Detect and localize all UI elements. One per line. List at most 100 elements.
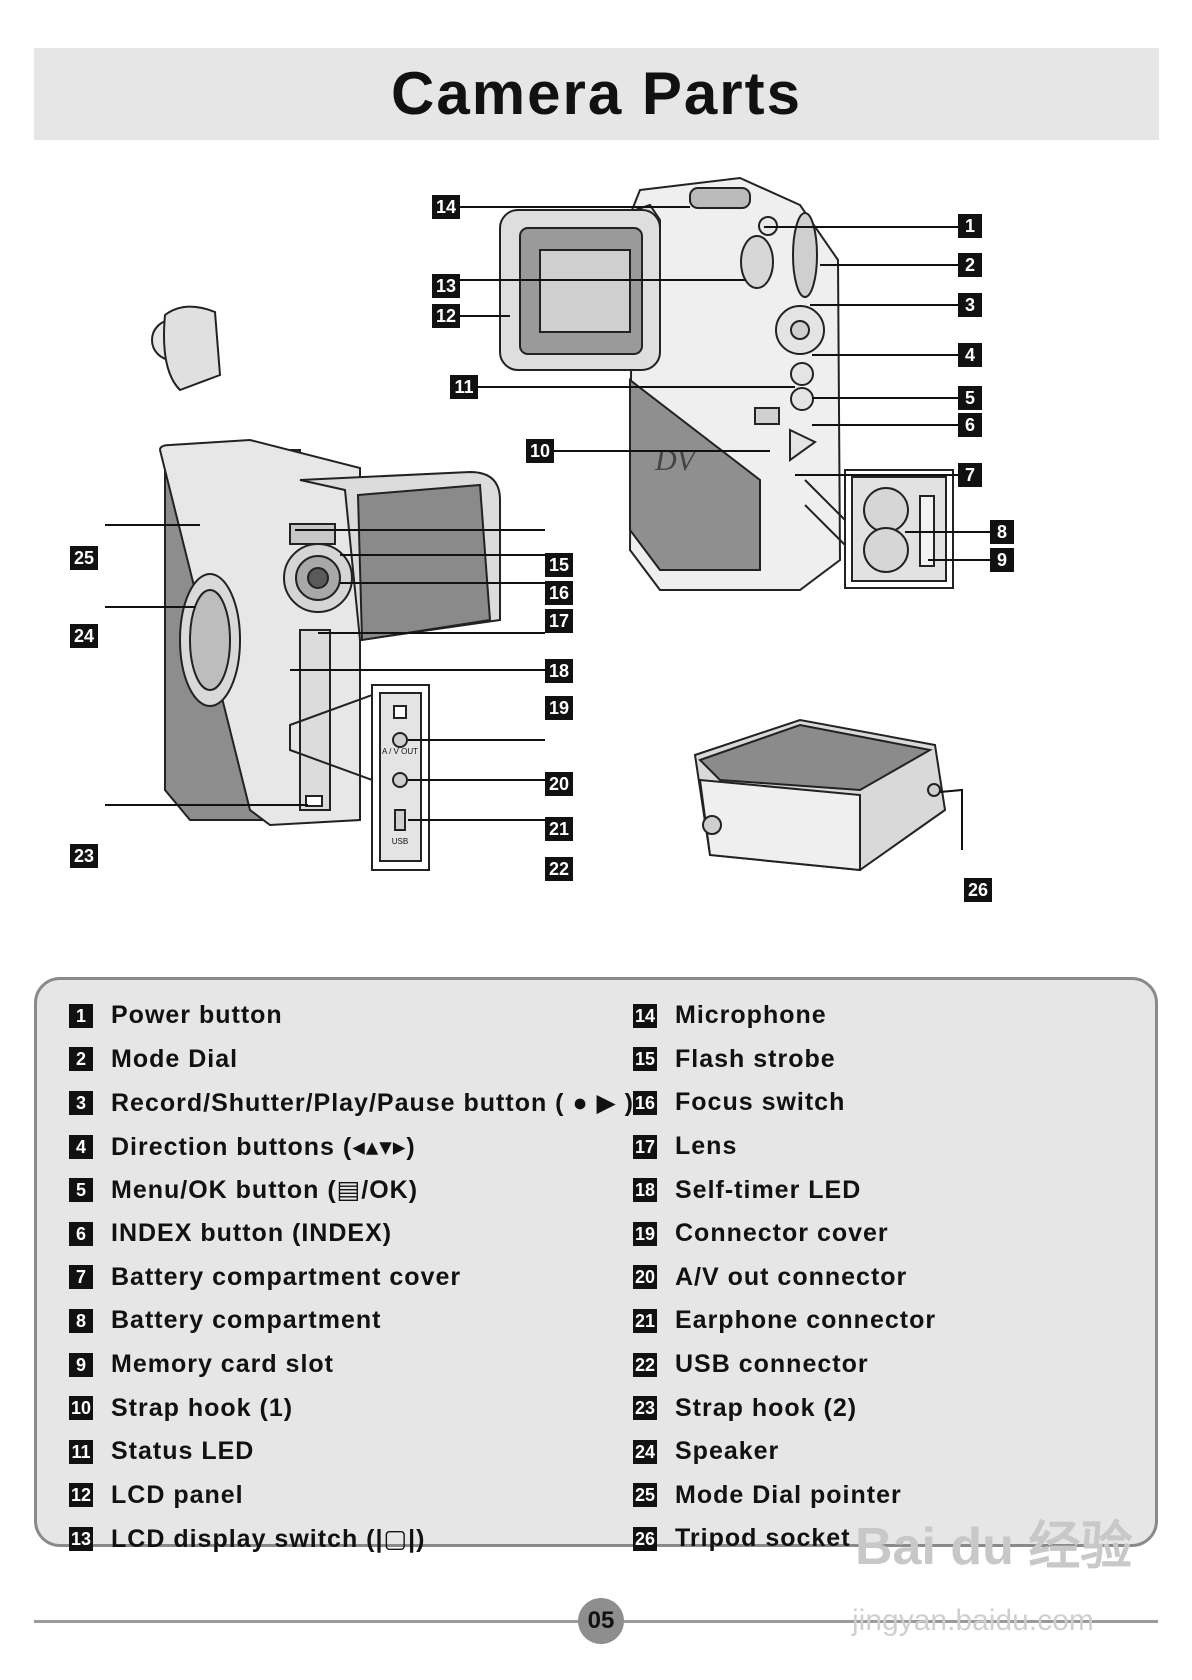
title-band: Camera Parts bbox=[34, 48, 1159, 140]
legend-number: 4 bbox=[69, 1134, 93, 1159]
legend-number: 10 bbox=[69, 1396, 93, 1421]
legend-item: 14 Microphone bbox=[633, 994, 936, 1038]
legend-number: 21 bbox=[633, 1308, 657, 1333]
legend-item: 19 Connector cover bbox=[633, 1212, 936, 1256]
legend-number: 8 bbox=[69, 1308, 93, 1333]
callout-26: 26 bbox=[964, 878, 992, 902]
watermark-url: jingyan.baidu.com bbox=[852, 1604, 1094, 1637]
legend-number: 6 bbox=[69, 1221, 93, 1246]
legend-label: Connector cover bbox=[675, 1219, 889, 1248]
legend-label: Microphone bbox=[675, 1001, 827, 1030]
legend-number: 19 bbox=[633, 1221, 657, 1246]
legend-label: Status LED bbox=[111, 1437, 255, 1466]
legend-number: 22 bbox=[633, 1352, 657, 1377]
legend-item: 4 Direction buttons (◂▴▾▸) bbox=[69, 1125, 634, 1169]
legend-label: USB connector bbox=[675, 1350, 869, 1379]
legend-item: 25 Mode Dial pointer bbox=[633, 1474, 936, 1518]
callout-7: 7 bbox=[958, 463, 982, 487]
callout-25: 25 bbox=[70, 546, 98, 570]
legend-label: Lens bbox=[675, 1132, 738, 1161]
connector-inset bbox=[371, 684, 430, 871]
camera-illustration: DV bbox=[105, 176, 990, 872]
callout-16: 16 bbox=[545, 581, 573, 605]
legend-item: 22 USB connector bbox=[633, 1343, 936, 1387]
legend-item: 9 Memory card slot bbox=[69, 1343, 634, 1387]
callout-6: 6 bbox=[958, 413, 982, 437]
legend-number: 12 bbox=[69, 1483, 93, 1508]
legend-item: 1 Power button bbox=[69, 994, 634, 1038]
callout-9: 9 bbox=[990, 548, 1014, 572]
legend-number: 16 bbox=[633, 1090, 657, 1115]
legend-number: 9 bbox=[69, 1352, 93, 1377]
legend-label: Battery compartment bbox=[111, 1306, 382, 1335]
page-title: Camera Parts bbox=[391, 60, 802, 127]
legend-item: 5 Menu/OK button (▤/OK) bbox=[69, 1168, 634, 1212]
callout-21: 21 bbox=[545, 817, 573, 841]
callout-1: 1 bbox=[958, 214, 982, 238]
legend-label: Mode Dial pointer bbox=[675, 1480, 902, 1509]
legend-label: LCD display switch (|▢|) bbox=[111, 1524, 426, 1553]
callout-12: 12 bbox=[432, 304, 460, 328]
callout-18: 18 bbox=[545, 659, 573, 683]
legend-label: Menu/OK button (▤/OK) bbox=[111, 1176, 419, 1205]
callout-15: 15 bbox=[545, 553, 573, 577]
legend-number: 3 bbox=[69, 1090, 93, 1115]
parts-legend: 1 Power button 2 Mode Dial 3 Record/Shutter… bbox=[34, 977, 1158, 1553]
legend-label: Self-timer LED bbox=[675, 1175, 862, 1204]
legend-item: 17 Lens bbox=[633, 1125, 936, 1169]
legend-item: 8 Battery compartment bbox=[69, 1299, 634, 1343]
legend-number: 7 bbox=[69, 1265, 93, 1290]
page-number: 05 bbox=[578, 1598, 624, 1644]
callout-5: 5 bbox=[958, 386, 982, 410]
legend-label: Battery compartment cover bbox=[111, 1262, 462, 1291]
legend-number: 20 bbox=[633, 1265, 657, 1290]
legend-number: 2 bbox=[69, 1047, 93, 1072]
callout-4: 4 bbox=[958, 343, 982, 367]
legend-number: 17 bbox=[633, 1134, 657, 1159]
av-out-label: A / V OUT bbox=[382, 747, 418, 756]
camera-back-view bbox=[499, 176, 842, 591]
legend-label: Power button bbox=[111, 1001, 283, 1030]
legend-number: 24 bbox=[633, 1439, 657, 1464]
callout-19: 19 bbox=[545, 696, 573, 720]
legend-number: 13 bbox=[69, 1526, 93, 1551]
legend-item: 23 Strap hook (2) bbox=[633, 1386, 936, 1430]
legend-left-column: 1 Power button 2 Mode Dial 3 Record/Shutter… bbox=[69, 994, 634, 1561]
legend-number: 5 bbox=[69, 1178, 93, 1203]
callout-23: 23 bbox=[70, 844, 98, 868]
callout-8: 8 bbox=[990, 520, 1014, 544]
footer-rule-left bbox=[34, 1620, 578, 1623]
legend-number: 14 bbox=[633, 1003, 657, 1028]
legend-number: 23 bbox=[633, 1396, 657, 1421]
callout-2: 2 bbox=[958, 253, 982, 277]
callout-11: 11 bbox=[450, 375, 478, 399]
footer-rule-right bbox=[624, 1620, 1158, 1623]
legend-item: 12 LCD panel bbox=[69, 1474, 634, 1518]
legend-label: Record/Shutter/Play/Pause button ( ● ▶ ) bbox=[111, 1088, 634, 1117]
legend-label: Flash strobe bbox=[675, 1044, 836, 1073]
legend-label: Memory card slot bbox=[111, 1350, 335, 1379]
legend-label: Tripod socket bbox=[675, 1524, 851, 1553]
legend-label: LCD panel bbox=[111, 1480, 244, 1509]
callout-10: 10 bbox=[526, 439, 554, 463]
legend-label: Direction buttons (◂▴▾▸) bbox=[111, 1132, 416, 1161]
legend-item: 3 Record/Shutter/Play/Pause button ( ● ▶ … bbox=[69, 1081, 634, 1125]
camera-parts-diagram: DV bbox=[0, 150, 1192, 940]
legend-number: 25 bbox=[633, 1483, 657, 1508]
legend-label: Mode Dial bbox=[111, 1044, 239, 1073]
legend-item: 24 Speaker bbox=[633, 1430, 936, 1474]
legend-number: 1 bbox=[69, 1003, 93, 1028]
legend-label: Speaker bbox=[675, 1437, 780, 1466]
callout-3: 3 bbox=[958, 293, 982, 317]
callout-20: 20 bbox=[545, 772, 573, 796]
legend-label: Strap hook (2) bbox=[675, 1393, 858, 1422]
